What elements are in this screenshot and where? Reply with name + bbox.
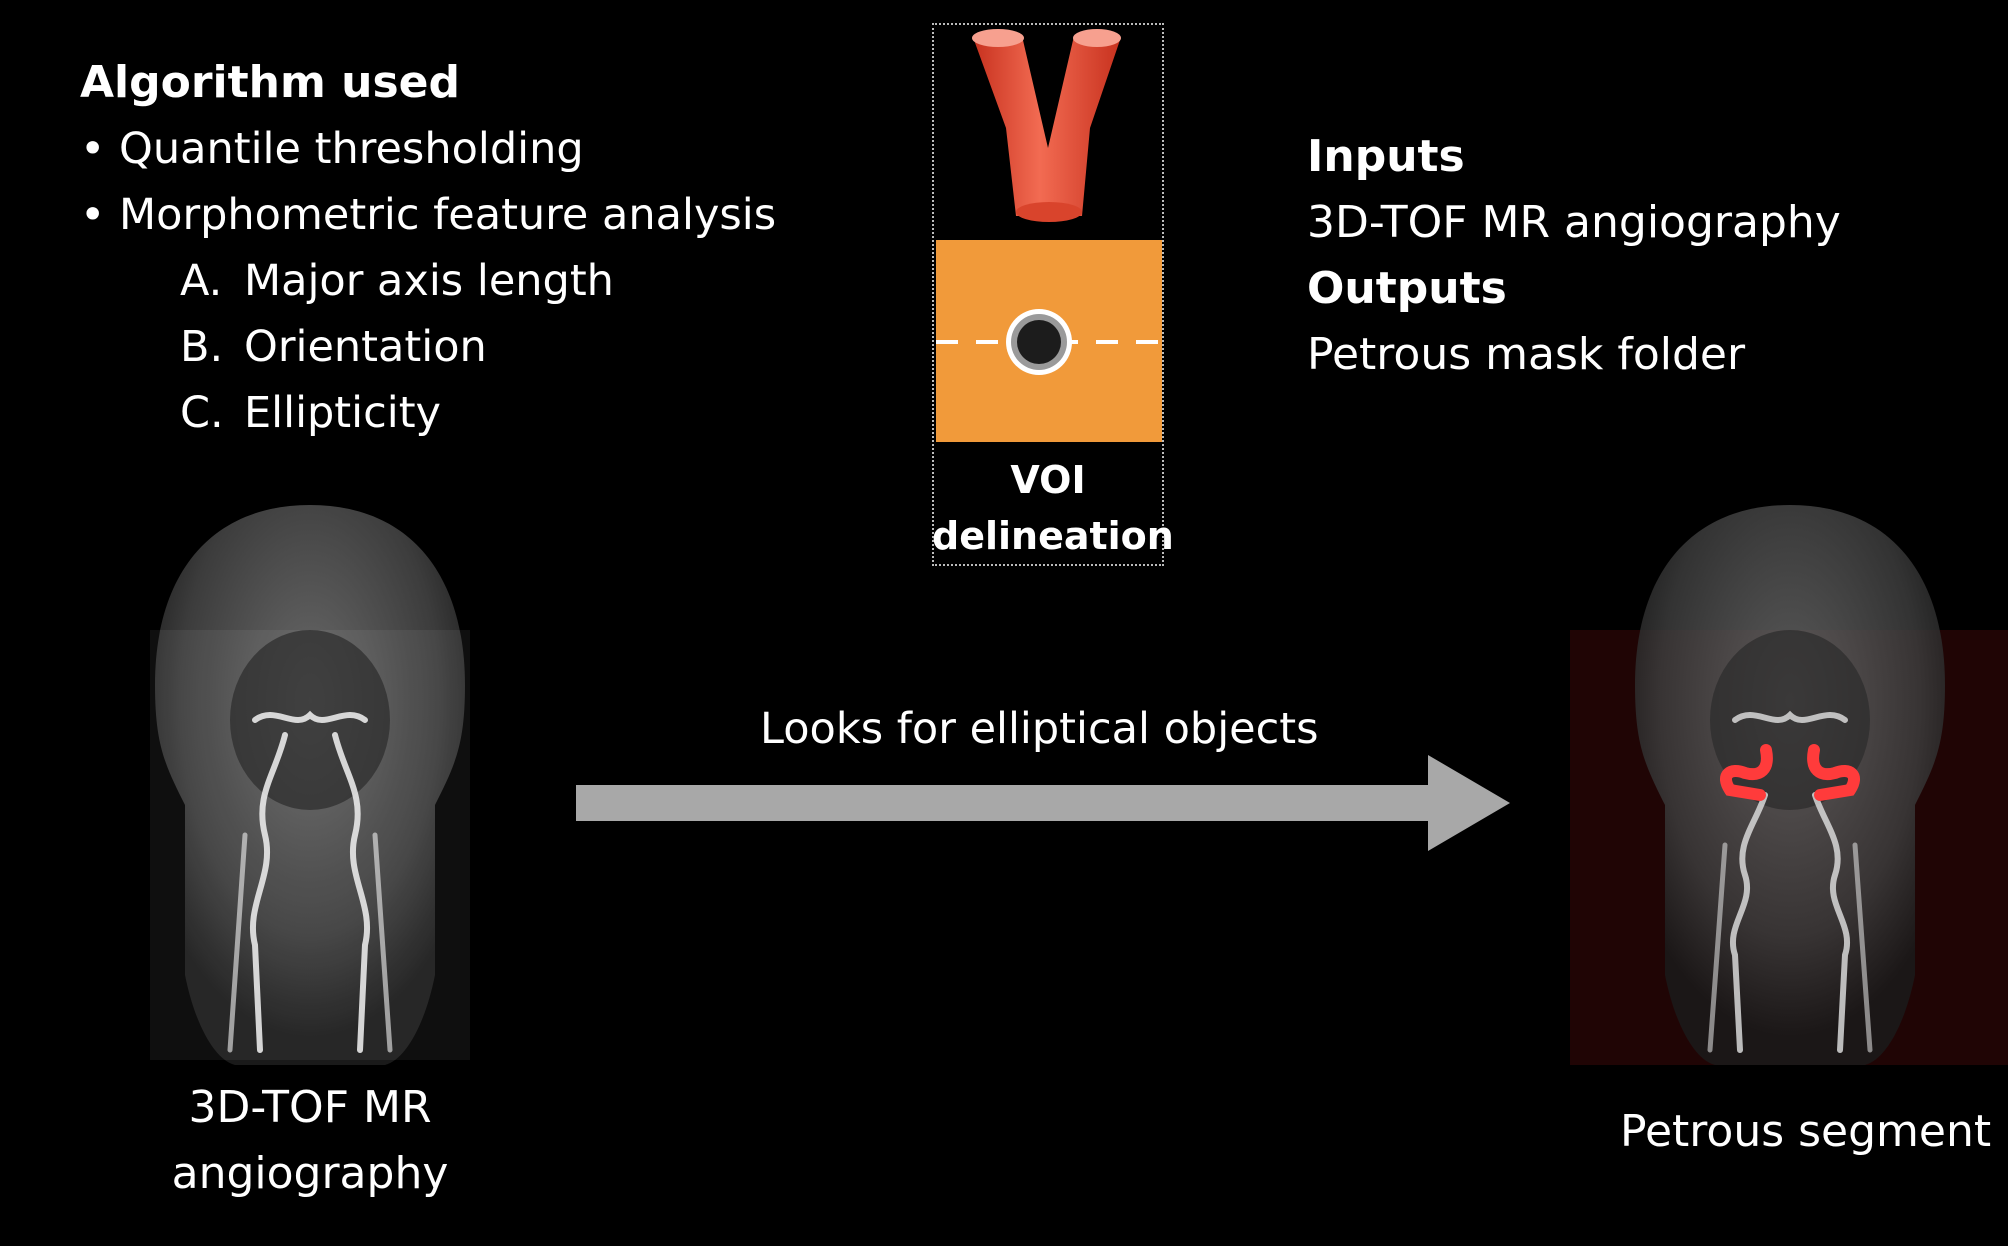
vessel-cross-section-icon — [936, 309, 1162, 375]
process-arrow — [576, 755, 1510, 851]
inputs-label: Inputs — [1307, 131, 1465, 182]
voi-label-line2: delineation — [932, 514, 1174, 558]
vessel-icon — [972, 29, 1121, 222]
mra-head-image — [150, 505, 470, 1065]
algorithm-bullet-1: • Quantile thresholding — [80, 124, 584, 174]
arrow-label: Looks for elliptical objects — [760, 704, 1319, 754]
algorithm-title: Algorithm used — [80, 57, 461, 108]
left-image-caption: 3D-TOF MR angiography — [150, 1075, 470, 1207]
left-caption-line1: 3D-TOF MR — [188, 1082, 432, 1133]
left-caption-line2: angiography — [171, 1148, 449, 1199]
sub-item-text: Ellipticity — [244, 388, 442, 438]
voi-label: VOI delineation — [932, 452, 1174, 564]
algorithm-bullet-1-text: Quantile thresholding — [119, 124, 584, 174]
algorithm-bullet-2-text: Morphometric feature analysis — [119, 190, 777, 240]
algorithm-sub-item-b: B. Orientation — [80, 314, 776, 380]
sub-item-letter: A. — [180, 256, 223, 306]
sub-item-letter: C. — [180, 388, 224, 438]
sub-item-letter: B. — [180, 322, 224, 372]
petrous-segment-image — [1570, 505, 2008, 1065]
inputs-value: 3D-TOF MR angiography — [1307, 197, 1841, 248]
voi-label-line1: VOI — [1010, 458, 1086, 502]
algorithm-bullet-2: • Morphometric feature analysis — [80, 190, 777, 240]
algorithm-section: Algorithm used • Quantile thresholding •… — [80, 50, 776, 446]
right-image-caption: Petrous segment — [1620, 1106, 1992, 1157]
outputs-label: Outputs — [1307, 263, 1507, 314]
io-section: Inputs 3D-TOF MR angiography Outputs Pet… — [1307, 124, 1841, 388]
sub-item-text: Orientation — [244, 322, 487, 372]
voi-module-frame — [932, 23, 1164, 566]
algorithm-sub-item-a: A. Major axis length — [80, 248, 776, 314]
algorithm-sub-item-c: C. Ellipticity — [80, 380, 776, 446]
sub-item-text: Major axis length — [244, 256, 614, 306]
outputs-value: Petrous mask folder — [1307, 329, 1746, 380]
